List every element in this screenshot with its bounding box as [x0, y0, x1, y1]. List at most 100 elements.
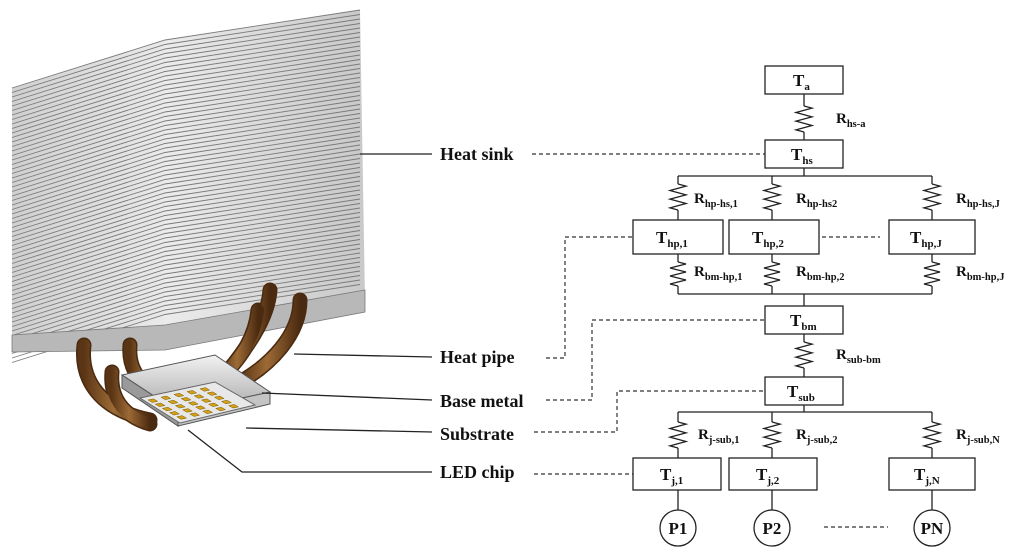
- resistor-j-sub-1: Rj-sub,1: [667, 421, 739, 449]
- led-chip: [181, 408, 193, 413]
- heat-sink-fin: [11, 225, 361, 305]
- led-chip: [207, 402, 219, 407]
- led-chip-array: [147, 387, 240, 420]
- heat-sink-fin: [11, 27, 361, 107]
- node-ths: Ths: [764, 139, 844, 169]
- led-chip: [174, 404, 186, 409]
- svg-text:Rbm-hp,2: Rbm-hp,2: [796, 264, 844, 283]
- led-chip: [189, 412, 201, 417]
- svg-text:Rj-sub,1: Rj-sub,1: [698, 427, 739, 446]
- resistor-j-sub-2: Rj-sub,2: [761, 421, 837, 449]
- node-tbm: Tbm: [764, 305, 844, 335]
- heat-sink-fin: [11, 135, 361, 215]
- heat-sink-fin: [11, 108, 361, 188]
- heat-sink-fin: [11, 81, 361, 161]
- label-led-chip: LED chip: [440, 462, 515, 482]
- svg-text:PN: PN: [921, 519, 944, 538]
- heat-sink-fin: [11, 32, 361, 111]
- svg-text:Thp,J: Thp,J: [910, 228, 942, 250]
- resistor-zigzag: [667, 183, 689, 211]
- resistor-zigzag: [921, 421, 943, 449]
- svg-text:Tsub: Tsub: [787, 382, 815, 404]
- network-wires: [677, 94, 933, 510]
- node-thp-2: Thp,2: [728, 219, 820, 255]
- svg-text:Rbm-hp,J: Rbm-hp,J: [956, 264, 1004, 283]
- led-chip: [154, 402, 166, 407]
- led-chip: [176, 415, 188, 420]
- heat-sink-fin: [11, 189, 361, 269]
- svg-text:Tj,N: Tj,N: [914, 465, 940, 487]
- heat-sink-fin: [11, 63, 361, 143]
- led-chip: [187, 401, 199, 406]
- heat-sink-fin: [11, 23, 361, 102]
- resistor-hp-hs-j: Rhp-hs,J: [921, 183, 1000, 211]
- heat-sink-fin: [11, 113, 361, 192]
- svg-text:Rj-sub,N: Rj-sub,N: [956, 427, 1000, 446]
- resistor-hp-hs-1: Rhp-hs,1: [667, 183, 738, 211]
- heat-sink-fin: [11, 180, 361, 260]
- resistor-bm-hp-2: Rbm-hp,2: [763, 261, 844, 287]
- resistor-zigzag: [761, 183, 783, 211]
- heat-sink-fin: [11, 212, 361, 291]
- heat-sink-fin: [11, 36, 361, 116]
- heat-sink-fin: [11, 158, 361, 237]
- heat-sink-fin: [11, 140, 361, 219]
- resistor-sub-bm: Rsub-bm: [793, 341, 881, 369]
- heat-sink-fin: [11, 198, 361, 278]
- heat-sink-fin: [11, 234, 361, 314]
- resistor-zigzag: [669, 261, 687, 287]
- svg-text:Rj-sub,2: Rj-sub,2: [796, 427, 837, 446]
- node-ta: Ta: [764, 65, 844, 95]
- heat-sink-fin: [11, 252, 361, 332]
- heat-sink-fins: [11, 9, 361, 363]
- svg-text:Rsub-bm: Rsub-bm: [836, 347, 881, 366]
- heat-sink-fin: [11, 153, 361, 233]
- heat-source-p2: P2: [753, 509, 791, 547]
- led-chip: [206, 391, 218, 396]
- led-chip: [199, 387, 211, 392]
- heat-sink-fin: [11, 243, 361, 323]
- svg-text:Tj,1: Tj,1: [660, 465, 683, 487]
- label-heat-pipe: Heat pipe: [440, 347, 515, 367]
- label-substrate: Substrate: [440, 424, 514, 444]
- heat-sink-fin: [11, 50, 361, 129]
- heat-sink-fin: [11, 203, 361, 282]
- heat-sink-fin: [11, 167, 361, 246]
- substrate-plate: [138, 381, 257, 424]
- resistor-hs-a: Rhs-a: [793, 105, 866, 133]
- svg-text:Ths: Ths: [791, 145, 813, 167]
- heat-sink-fin: [11, 77, 361, 156]
- svg-text:P2: P2: [763, 519, 782, 538]
- heat-sink-fin: [11, 104, 361, 183]
- led-chip: [194, 405, 206, 410]
- heat-sink-fin: [11, 41, 361, 120]
- svg-text:P1: P1: [669, 519, 688, 538]
- heat-source-p1: P1: [659, 509, 697, 547]
- leader-lines: [187, 153, 433, 473]
- heat-sink-fin: [11, 230, 361, 309]
- svg-text:Tbm: Tbm: [790, 311, 817, 333]
- heat-sink-fin: [11, 261, 361, 341]
- heat-sink-fin: [11, 176, 361, 255]
- led-chip: [228, 404, 240, 409]
- heat-sink-fin: [11, 59, 361, 138]
- heat-sink-fin: [11, 18, 361, 98]
- heat-sink-fin: [11, 126, 361, 206]
- heat-sink-fin: [11, 162, 361, 242]
- led-chip: [147, 398, 159, 403]
- heat-sink-fin: [11, 90, 361, 170]
- led-chip: [167, 399, 179, 405]
- node-thp-j: Thp,J: [888, 219, 976, 255]
- svg-text:Tj,2: Tj,2: [756, 465, 780, 487]
- resistor-bm-hp-j: Rbm-hp,J: [923, 261, 1004, 287]
- svg-text:Rhp-hs,1: Rhp-hs,1: [694, 191, 738, 210]
- svg-text:Thp,2: Thp,2: [752, 228, 784, 250]
- resistor-zigzag: [923, 261, 941, 287]
- led-chip: [160, 395, 172, 400]
- heat-sink-fin: [11, 45, 361, 125]
- resistor-bm-hp-1: Rbm-hp,1: [669, 261, 742, 287]
- heat-sink-fin: [11, 149, 361, 228]
- led-chip: [173, 392, 185, 398]
- svg-text:Rhp-hs2: Rhp-hs2: [796, 191, 837, 210]
- heat-sink-fin: [11, 117, 361, 197]
